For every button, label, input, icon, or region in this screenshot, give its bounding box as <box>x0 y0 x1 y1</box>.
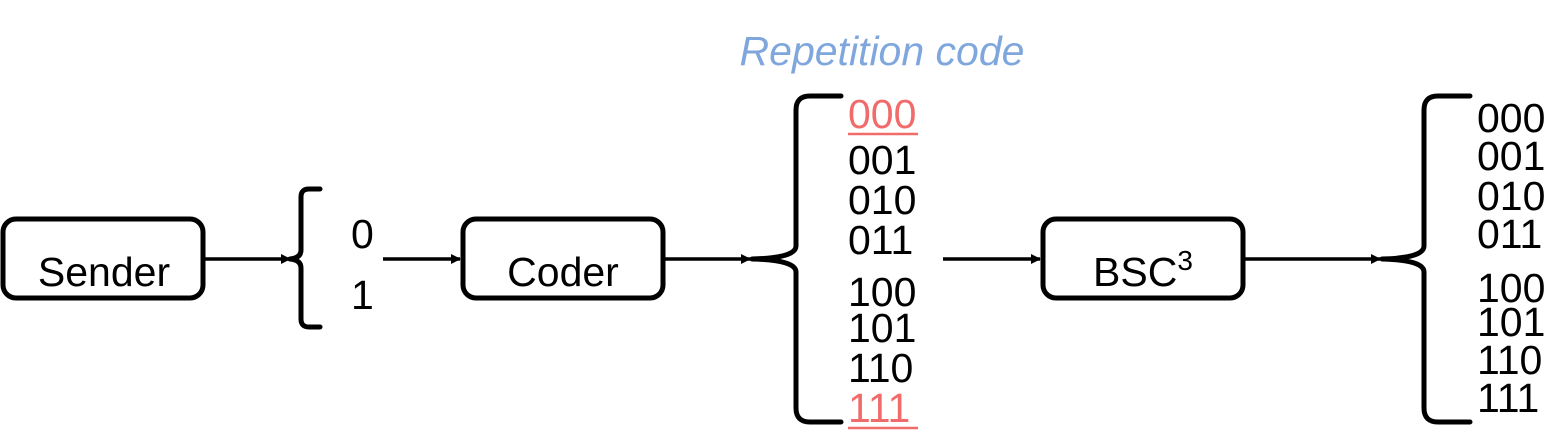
codewords-brace <box>749 93 844 425</box>
codeword-7: 111 <box>848 385 910 431</box>
diagram-title: Repetition code <box>740 28 1025 74</box>
codeword-3: 011 <box>848 217 913 263</box>
codeword-5: 101 <box>848 305 916 351</box>
sender-label: Sender <box>38 249 170 295</box>
channel-output-7: 111 <box>1477 375 1539 421</box>
bsc-label-main: BSC <box>1093 249 1177 295</box>
bsc-superscript: 3 <box>1177 245 1193 276</box>
input-bit-0: 0 <box>351 211 374 257</box>
input-bit-1: 1 <box>351 272 374 318</box>
sender-node: Sender <box>0 216 206 301</box>
codeword-6: 110 <box>848 345 913 391</box>
input-bits-brace <box>287 186 323 330</box>
bsc-label: BSC3 <box>1093 245 1193 295</box>
channel-output-4: 100 <box>1477 265 1545 311</box>
coder-node: Coder <box>460 216 666 301</box>
channel-output-brace <box>1379 93 1473 425</box>
codeword-1: 001 <box>848 137 916 183</box>
codeword-0: 000 <box>848 91 916 137</box>
channel-output-6: 110 <box>1477 337 1542 383</box>
channel-output-2: 010 <box>1477 173 1545 219</box>
bsc-node: BSC3 <box>1040 216 1246 301</box>
channel-output-3: 011 <box>1477 211 1542 257</box>
channel-output-0: 000 <box>1477 95 1545 141</box>
channel-output-5: 101 <box>1477 299 1545 345</box>
coder-label: Coder <box>507 249 619 295</box>
codeword-2: 010 <box>848 177 916 223</box>
channel-output-1: 001 <box>1477 133 1545 179</box>
codeword-4: 100 <box>848 269 916 315</box>
